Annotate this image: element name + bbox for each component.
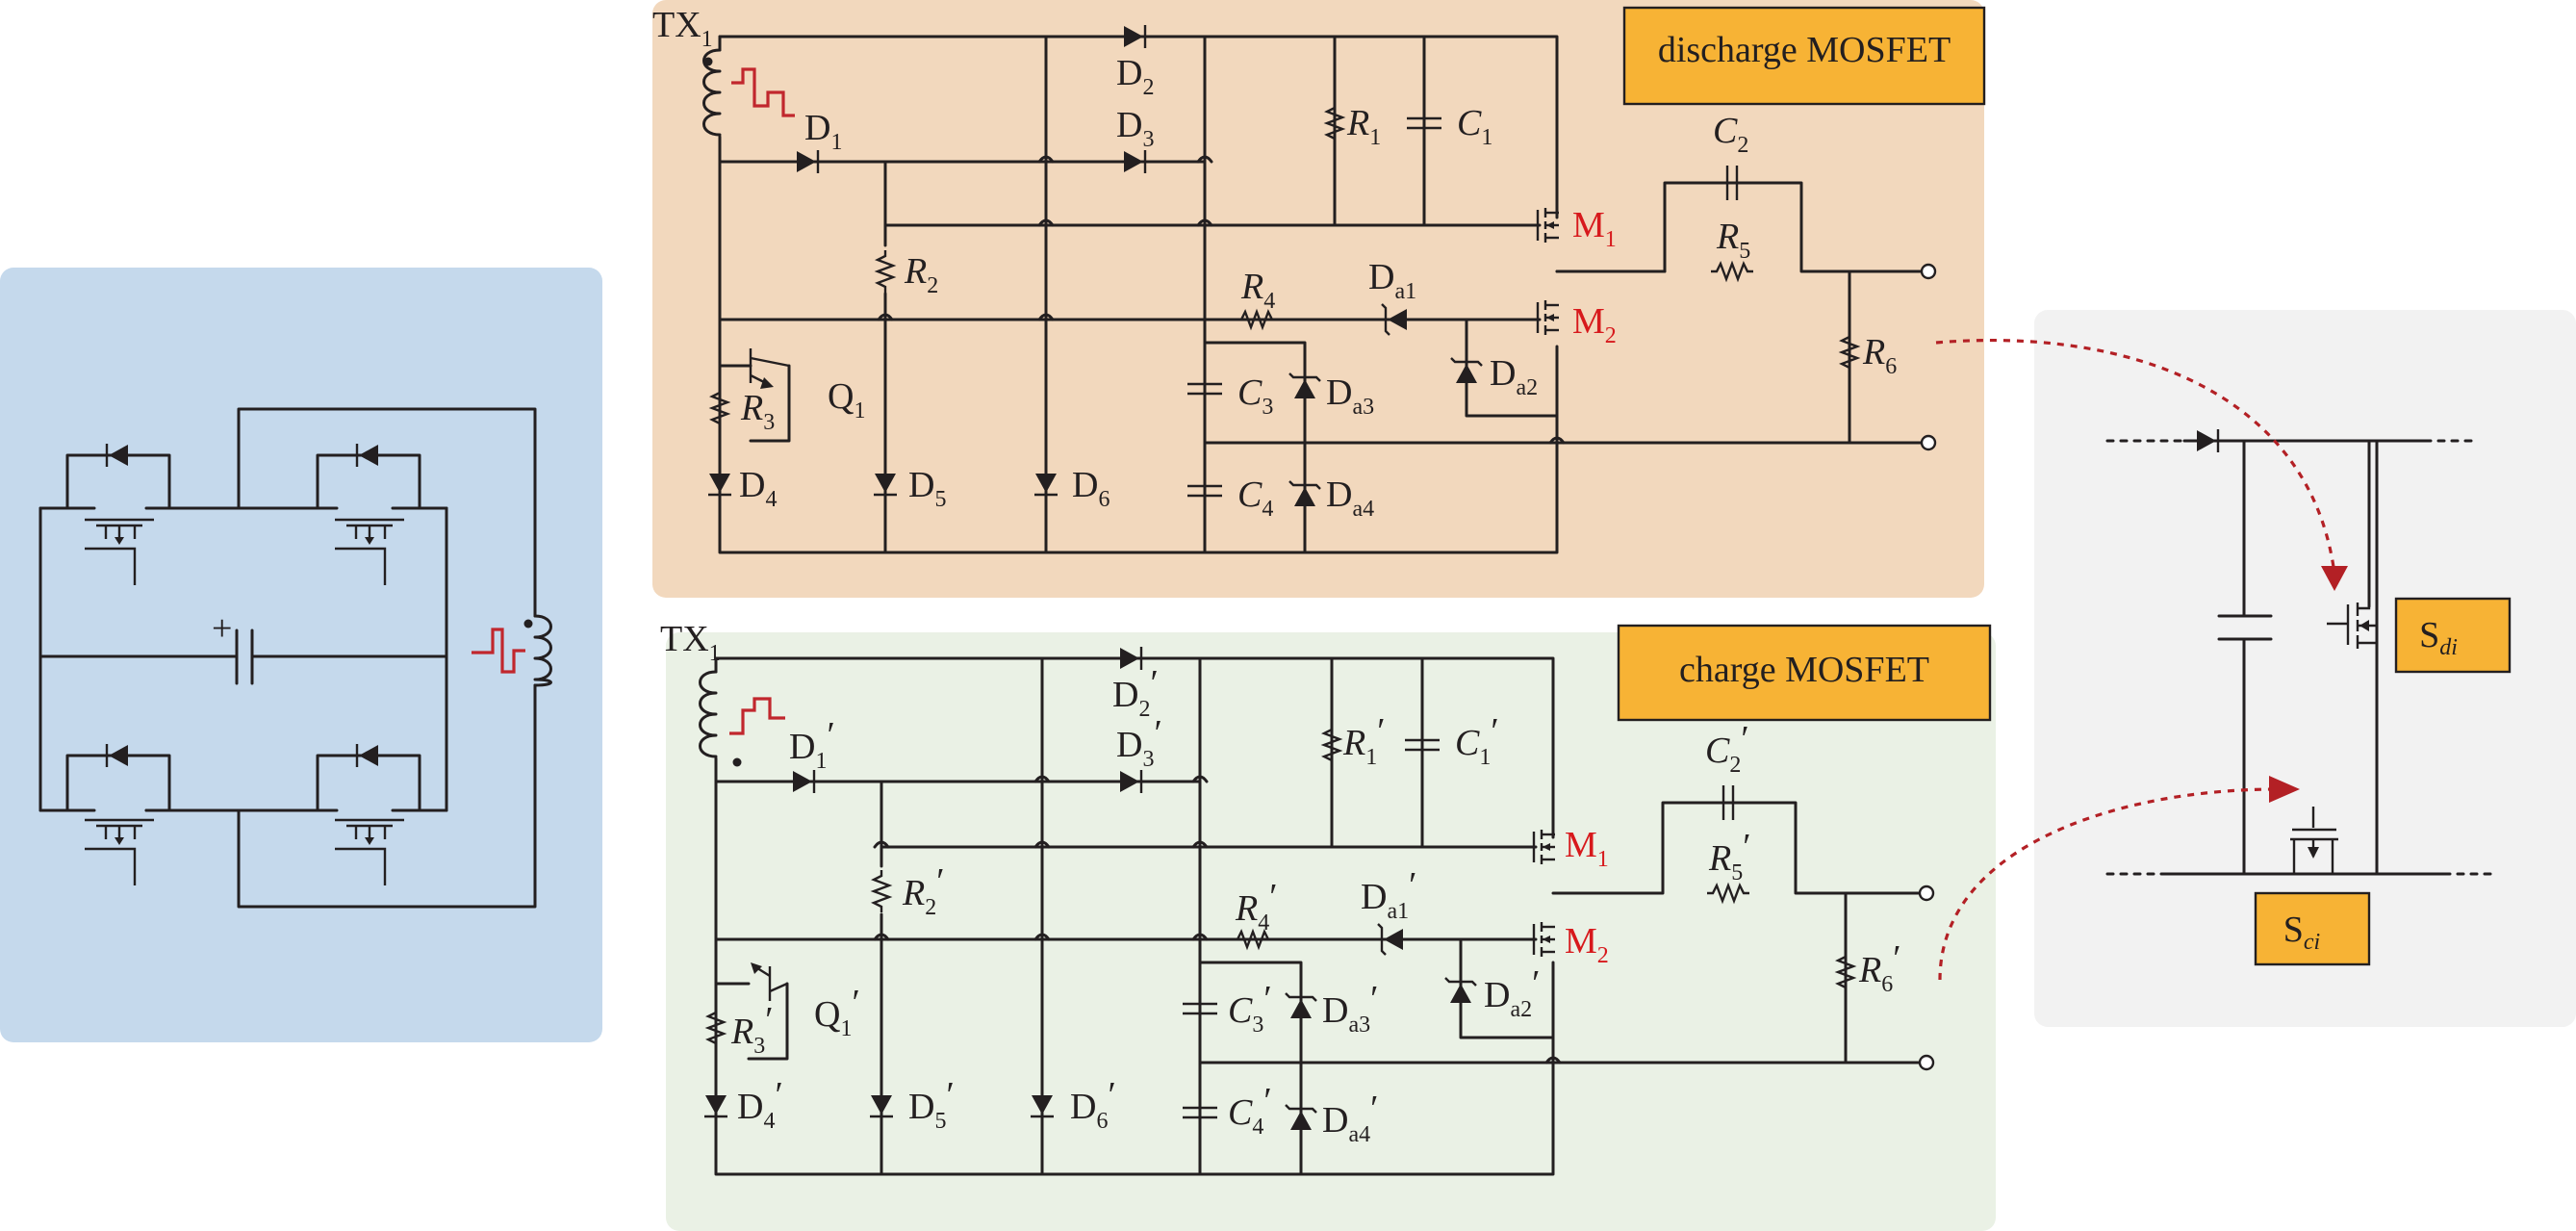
d4-label: D4 (739, 465, 777, 512)
da4-prime-label: Da4′ (1322, 1089, 1378, 1147)
discharge-to-sdi-arrow (1935, 339, 2336, 575)
output-terminal-icon (1920, 434, 1937, 451)
winding-dot-icon (703, 57, 713, 66)
da4-label: Da4 (1326, 474, 1374, 522)
c1-prime-label: C1′ (1455, 711, 1499, 770)
charge-mosfet-box: charge MOSFET (1617, 624, 1992, 722)
full-bridge-circuit: + (38, 407, 552, 909)
d2-label: D2 (1116, 53, 1154, 100)
d3-prime-label: D3′ (1116, 713, 1162, 772)
r6-label: R6 (1862, 332, 1897, 379)
r2-label: R2 (904, 251, 938, 298)
d1-prime-label: D1′ (789, 715, 835, 774)
da2-label: Da2 (1490, 353, 1538, 400)
m1-charge-label: M1 (1565, 825, 1609, 872)
charge-to-sci-arrow (1938, 787, 2278, 981)
sdi-box: Sdi (2394, 597, 2512, 674)
right-panel (2034, 310, 2576, 1027)
discharge-panel (652, 0, 1984, 598)
d4-prime-label: D4′ (737, 1075, 783, 1134)
m2-charge-label: M2 (1565, 921, 1609, 968)
discharge-mosfet-label: discharge MOSFET (1658, 30, 1951, 70)
d5-prime-label: D5′ (908, 1075, 955, 1134)
da1-label: Da1 (1368, 257, 1416, 304)
r5-label: R5 (1716, 217, 1750, 264)
output-terminal-icon (1920, 263, 1937, 280)
da3-label: Da3 (1326, 372, 1374, 420)
da3-prime-label: Da3′ (1322, 979, 1378, 1038)
output-terminal-icon (1918, 885, 1935, 902)
d2-prime-label: D2′ (1112, 663, 1159, 722)
charge-circuit: TX1 D2′ D3′ D1′ R1′ C1′ R2′ R3′ Q1′ D4′ … (660, 619, 1935, 1176)
d6-prime-label: D6′ (1070, 1075, 1116, 1134)
d3-label: D3 (1116, 105, 1154, 152)
discharge-circuit: TX1 D2 D3 D1 R1 C1 R2 R3 Q1 D4 D5 D6 R4 … (652, 5, 1937, 554)
output-terminal-icon (1918, 1054, 1935, 1071)
c3-label: C3 (1237, 372, 1273, 420)
c2-label: C2 (1713, 111, 1748, 158)
r3-label: R3 (740, 388, 775, 435)
svg-text:Sci: Sci (2283, 910, 2320, 955)
winding-dot-icon (523, 619, 533, 628)
tx1-label: TX1 (652, 5, 713, 52)
m2-label: M2 (1572, 301, 1617, 348)
r2-prime-label: R2′ (902, 861, 945, 920)
d5-label: D5 (908, 465, 946, 512)
svg-text:Sdi: Sdi (2419, 615, 2458, 660)
winding-dot-icon (732, 757, 742, 767)
r6-prime-label: R6′ (1858, 938, 1901, 997)
r4-label: R4 (1240, 267, 1275, 314)
c3-prime-label: C3′ (1228, 979, 1272, 1038)
da2-prime-label: Da2′ (1484, 963, 1540, 1022)
r4-prime-label: R4′ (1235, 877, 1278, 936)
r1-label: R1 (1346, 103, 1381, 150)
c4-label: C4 (1237, 474, 1273, 522)
tx1-prime-label: TX1 (660, 619, 721, 666)
discharge-mosfet-box: discharge MOSFET (1622, 6, 1986, 106)
da1-prime-label: Da1′ (1361, 865, 1416, 924)
capacitor-plus-icon: + (212, 608, 232, 649)
d1-label: D1 (804, 108, 842, 155)
q1-prime-label: Q1′ (814, 983, 860, 1041)
c1-label: C1 (1457, 103, 1492, 150)
c2-prime-label: C2′ (1705, 719, 1749, 778)
d6-label: D6 (1072, 465, 1109, 512)
r5-prime-label: R5′ (1708, 827, 1751, 885)
mapping-arrows (1935, 339, 2348, 981)
r1-prime-label: R1′ (1342, 711, 1386, 770)
switch-model-circuit (2105, 427, 2494, 876)
r3-prime-label: R3′ (730, 1000, 774, 1059)
q1-label: Q1 (828, 376, 865, 423)
m1-label: M1 (1572, 205, 1617, 252)
c4-prime-label: C4′ (1228, 1081, 1272, 1140)
sci-box: Sci (2254, 891, 2371, 966)
charge-mosfet-label: charge MOSFET (1679, 650, 1929, 690)
